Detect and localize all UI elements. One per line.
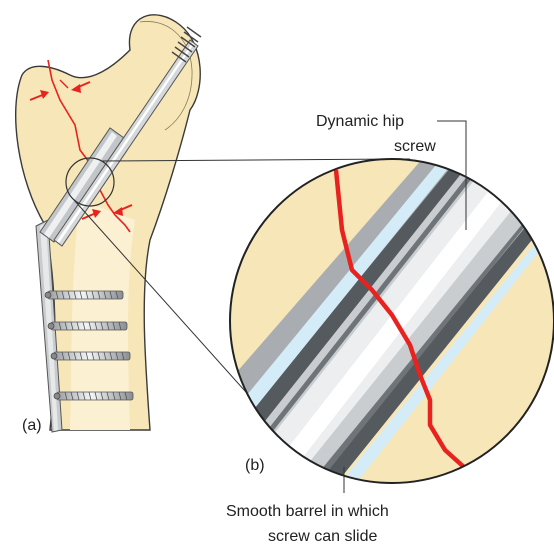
label-smooth-barrel-line2: screw can slide bbox=[268, 528, 377, 545]
cortical-screw bbox=[45, 291, 123, 299]
label-dynamic-hip-screw-line2: screw bbox=[394, 138, 436, 155]
label-panel-a: (a) bbox=[22, 417, 42, 434]
label-smooth-barrel-line1: Smooth barrel in which bbox=[226, 503, 389, 520]
label-dynamic-hip-screw-line1: Dynamic hip bbox=[316, 113, 404, 130]
cortical-screw bbox=[48, 322, 127, 330]
label-panel-b: (b) bbox=[245, 457, 265, 474]
cortical-screw bbox=[54, 392, 133, 400]
cortical-screw bbox=[51, 352, 130, 360]
zoom-view bbox=[195, 150, 554, 510]
